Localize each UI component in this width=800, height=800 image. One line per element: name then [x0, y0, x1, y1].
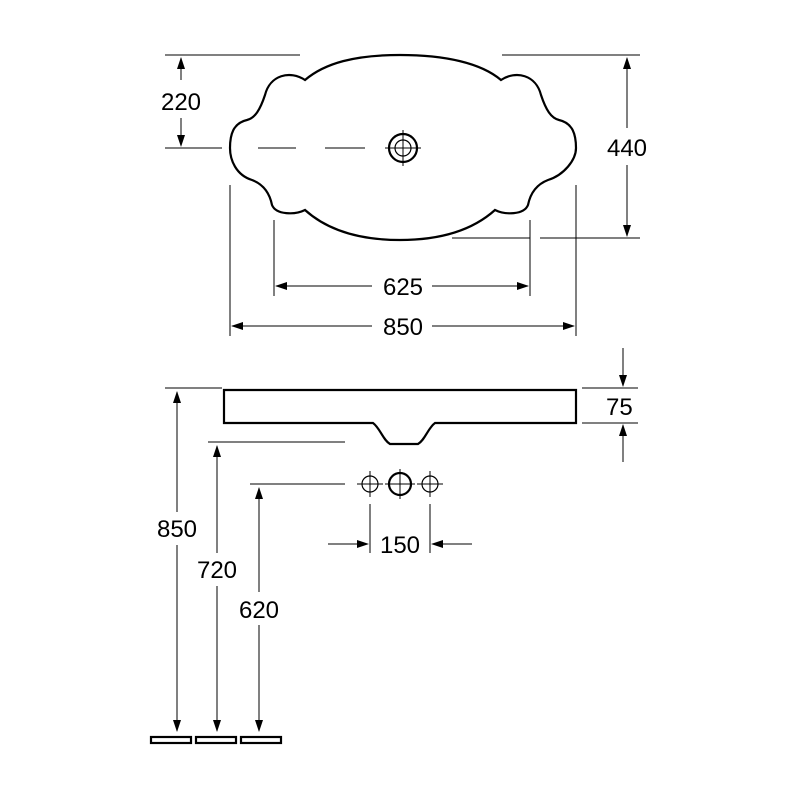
side-view: 75 150: [149, 348, 638, 745]
dim-label-440: 440: [607, 135, 647, 162]
dim-label-850-height: 850: [157, 516, 197, 543]
tap-hole-center-icon: [385, 469, 415, 499]
dim-label-150: 150: [380, 532, 420, 559]
drain-icon: [385, 130, 421, 166]
dim-220: 220: [161, 57, 201, 147]
dim-label-220: 220: [161, 89, 201, 116]
dim-label-620: 620: [239, 597, 279, 624]
floor-marker: [194, 735, 238, 745]
tap-hole-right-icon: [417, 471, 443, 497]
dim-625: 625: [275, 274, 529, 301]
floor-marker: [149, 735, 193, 745]
dim-label-850-width: 850: [383, 314, 423, 341]
basin-side-profile: [222, 388, 578, 446]
dim-620: 620: [239, 487, 279, 732]
dim-150: 150: [328, 504, 472, 559]
dim-label-625: 625: [383, 274, 423, 301]
dim-label-720: 720: [197, 557, 237, 584]
dim-720: 720: [197, 445, 237, 732]
tap-hole-left-icon: [357, 471, 383, 497]
dim-850-width: 850: [231, 314, 575, 341]
dim-850-height: 850: [157, 391, 197, 732]
dim-440: 440: [607, 57, 647, 237]
top-view: 220 440 625 850: [161, 53, 647, 341]
floor-marker: [239, 735, 283, 745]
dim-75: 75: [606, 348, 633, 462]
dim-label-75: 75: [606, 394, 633, 421]
basin-outline: [228, 53, 578, 242]
